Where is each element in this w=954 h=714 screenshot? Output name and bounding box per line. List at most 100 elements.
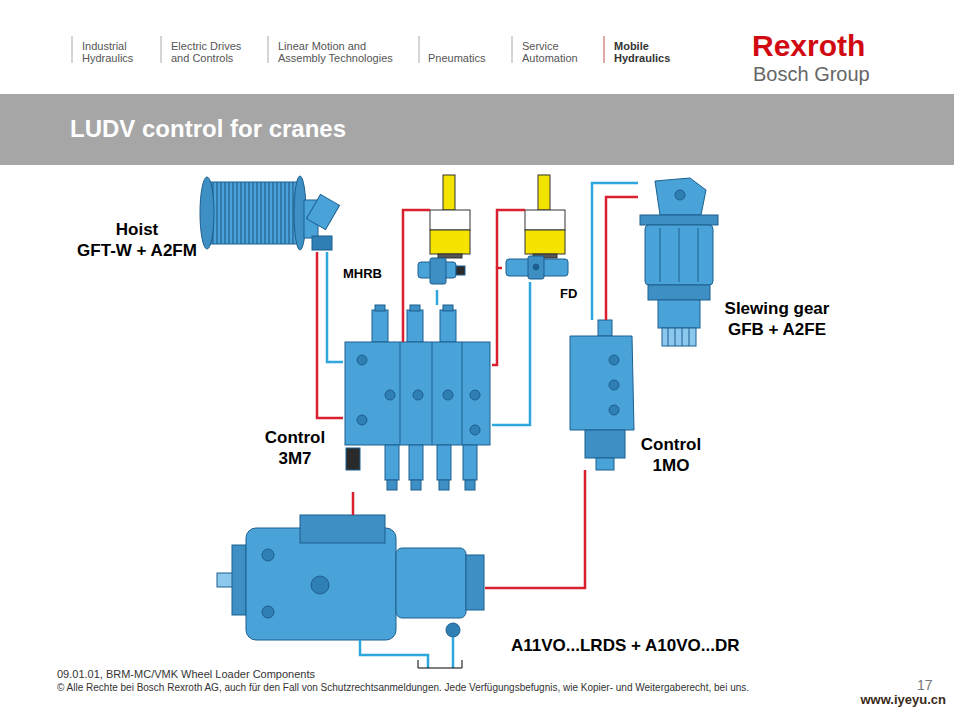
hydraulic-line: [327, 252, 343, 362]
tank-line: [452, 637, 455, 668]
spool-end: [443, 305, 453, 311]
slewing-gear: Slewing gearGFB + A2FE: [638, 175, 712, 348]
separator: [419, 36, 420, 63]
hoist-winch: HoistGFT-W + A2FM: [200, 172, 335, 252]
spool-cap: [440, 310, 456, 342]
hydraulic-line: [436, 290, 439, 305]
component-name: Hoist: [116, 220, 159, 240]
component-name: Control: [641, 435, 701, 455]
fd-drawing: [506, 256, 568, 279]
spool-cap: [372, 310, 388, 342]
pressure-line: [497, 210, 525, 268]
spool-end: [411, 480, 421, 490]
port: [609, 405, 619, 415]
pinion: [662, 328, 696, 346]
component-type: A11VO...LRDS + A10VO...DR: [511, 636, 739, 656]
valve-block: [345, 342, 490, 445]
spool-cap: [437, 445, 451, 480]
port: [385, 390, 395, 400]
hoist-drawing: [200, 176, 340, 250]
tank-bracket: [418, 660, 462, 668]
port: [609, 380, 619, 390]
pinion-tooth: [675, 328, 676, 346]
drum-flange: [200, 177, 214, 249]
hydraulic-line: [592, 183, 638, 320]
control-3m7-drawing: [345, 305, 490, 490]
spool-cap: [463, 445, 477, 480]
pump-controller: [300, 515, 385, 543]
component-name: Slewing gear: [725, 299, 830, 319]
cylinder-barrel: [430, 210, 470, 230]
gear-flange: [648, 285, 710, 300]
nav-item: Linear Motion and Assembly Technologies: [278, 40, 403, 64]
footer-note: 09.01.01, BRM-MC/VMK Wheel Loader Compon…: [57, 668, 315, 681]
nav-item: Electric Drives and Controls: [171, 40, 256, 64]
pinion-tooth: [668, 328, 669, 346]
cylinder-cap: [438, 254, 462, 258]
nav-item: Service Automation: [522, 40, 584, 64]
housing-rib: [660, 228, 661, 282]
mhrb-drawing: [418, 258, 465, 284]
spool-end: [439, 480, 449, 490]
motor-ports: [312, 236, 332, 250]
pipes: [360, 210, 525, 668]
piston-rod: [538, 175, 550, 210]
second-pump: [396, 548, 466, 618]
valve-port: [533, 264, 539, 270]
brand-logo: Rexroth: [752, 30, 865, 62]
control-valve: Control1MO: [565, 320, 634, 470]
brand-subtitle: Bosch Group: [753, 63, 870, 85]
brake-valve: MHRB: [412, 252, 468, 290]
watermark: www.iyeyu.cn: [861, 692, 947, 708]
winch-drum: [210, 182, 298, 244]
pump-unit: A11VO...LRDS + A10VO...DR: [215, 515, 485, 648]
title-bar: [0, 94, 954, 165]
cylinder-barrel: [525, 210, 565, 230]
pressure-line: [403, 210, 430, 342]
gear-flange: [640, 215, 718, 225]
spool-end: [387, 480, 397, 490]
port: [470, 425, 480, 435]
slewing-motor: [655, 178, 706, 215]
separator: [72, 36, 73, 63]
separator: [268, 36, 269, 63]
port: [357, 355, 367, 365]
slewing-drawing: [640, 178, 718, 346]
control-1mo-drawing: [570, 320, 634, 470]
port: [446, 623, 460, 637]
separator: [604, 36, 605, 63]
motor-port: [675, 190, 685, 200]
pump-drawing: [217, 515, 484, 640]
spool-end: [465, 480, 475, 490]
piston-rod: [443, 175, 455, 210]
pump-housing: [246, 528, 396, 640]
valve-cartridge: [528, 256, 544, 279]
control-valve-block: Control3M7: [343, 305, 492, 492]
valve-stub: [596, 458, 614, 470]
hydraulic-line: [606, 197, 638, 320]
port: [443, 390, 453, 400]
component-type: 3M7: [278, 449, 311, 469]
spool-cap: [409, 445, 423, 480]
housing-rib: [679, 228, 680, 282]
separator: [512, 36, 513, 63]
copyright-note: © Alle Rechte bei Bosch Rexroth AG, auch…: [57, 682, 749, 694]
component-type: GFT-W + A2FM: [77, 241, 197, 261]
spool-cap: [407, 310, 423, 342]
port: [262, 549, 274, 561]
valve-name: FD: [560, 286, 577, 302]
port: [262, 606, 274, 618]
gear-stage: [658, 300, 700, 328]
port: [609, 355, 619, 365]
spool-end: [375, 305, 385, 311]
cylinder-barrel: [525, 230, 565, 254]
hydraulic-line: [492, 282, 530, 425]
housing-rib: [698, 228, 699, 282]
nav-item: Industrial Hydraulics: [82, 40, 144, 64]
component-type: 1MO: [653, 456, 690, 476]
pump-cap: [466, 555, 484, 610]
header-separators: [72, 36, 604, 63]
valve-body: [570, 336, 634, 430]
